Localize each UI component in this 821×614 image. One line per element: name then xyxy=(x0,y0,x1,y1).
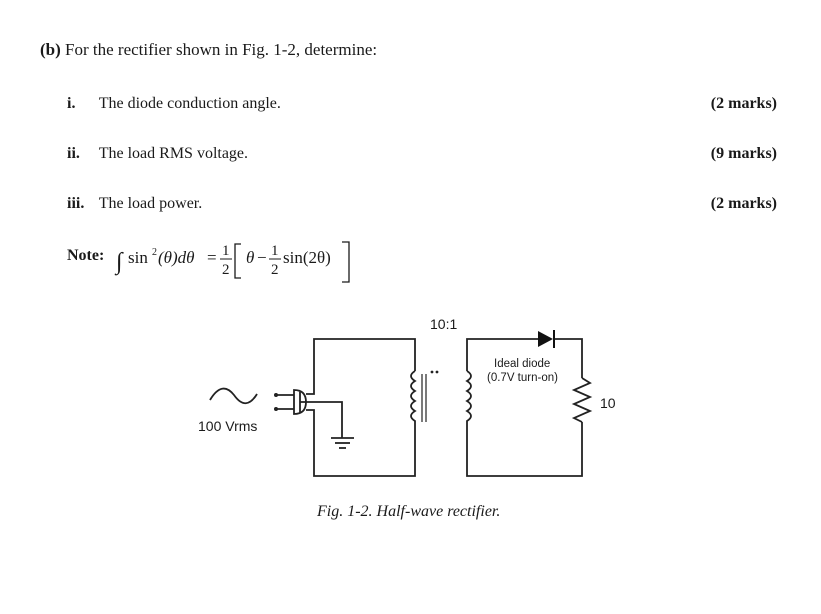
question-heading: (b) For the rectifier shown in Fig. 1-2,… xyxy=(40,40,377,60)
frac1-numerator: 1 xyxy=(222,243,230,259)
frac2-denominator: 2 xyxy=(271,262,279,278)
item-text: The diode conduction angle. xyxy=(98,95,281,112)
formula-arg: (θ)dθ xyxy=(158,248,195,267)
question-item: i. The diode conduction angle. xyxy=(67,95,281,113)
diode-icon xyxy=(538,331,553,347)
item-marks: (9 marks) xyxy=(710,145,777,162)
item-number: iii. xyxy=(67,195,85,212)
right-bracket xyxy=(342,241,350,283)
question-item: iii. The load power. xyxy=(67,195,202,213)
resistor-label: 10 xyxy=(600,395,616,411)
formula-superscript: 2 xyxy=(152,247,157,258)
left-bracket xyxy=(234,243,241,279)
note-label: Note: xyxy=(67,247,104,265)
resistor-icon xyxy=(571,377,593,423)
note-label-text: Note: xyxy=(67,247,105,264)
source-label: 100 Vrms xyxy=(198,418,257,434)
ratio-label: 10:1 xyxy=(430,316,457,332)
diode-label-line2: (0.7V turn-on) xyxy=(487,372,558,384)
item-number: i. xyxy=(67,95,76,112)
formula-sin: sin xyxy=(128,248,148,267)
secondary-coil-icon xyxy=(465,370,472,430)
part-label: (b) xyxy=(40,40,61,59)
item-marks: (2 marks) xyxy=(710,95,777,112)
formula-tail: sin(2θ) xyxy=(283,248,331,267)
formula-minus: − xyxy=(257,248,267,267)
formula-equals: = xyxy=(207,248,217,267)
frac2-numerator: 1 xyxy=(271,243,279,259)
integral-formula: ∫ sin 2 (θ)dθ = 1 2 θ − 1 2 sin(2θ) xyxy=(114,241,350,283)
ac-source-icon xyxy=(209,387,258,405)
formula-theta: θ xyxy=(246,248,254,267)
integral-sign: ∫ xyxy=(114,249,124,276)
figure-caption: Fig. 1-2. Half-wave rectifier. xyxy=(317,503,501,520)
item-text: The load power. xyxy=(98,195,203,212)
frac1-denominator: 2 xyxy=(222,262,230,278)
item-number: ii. xyxy=(67,145,80,162)
diode-label-line1: Ideal diode xyxy=(494,358,550,370)
item-text: The load RMS voltage. xyxy=(98,145,249,162)
item-marks: (2 marks) xyxy=(710,195,777,212)
question-item: ii. The load RMS voltage. xyxy=(67,145,248,163)
primary-coil-icon xyxy=(410,370,417,430)
question-prompt: For the rectifier shown in Fig. 1-2, det… xyxy=(65,40,378,59)
